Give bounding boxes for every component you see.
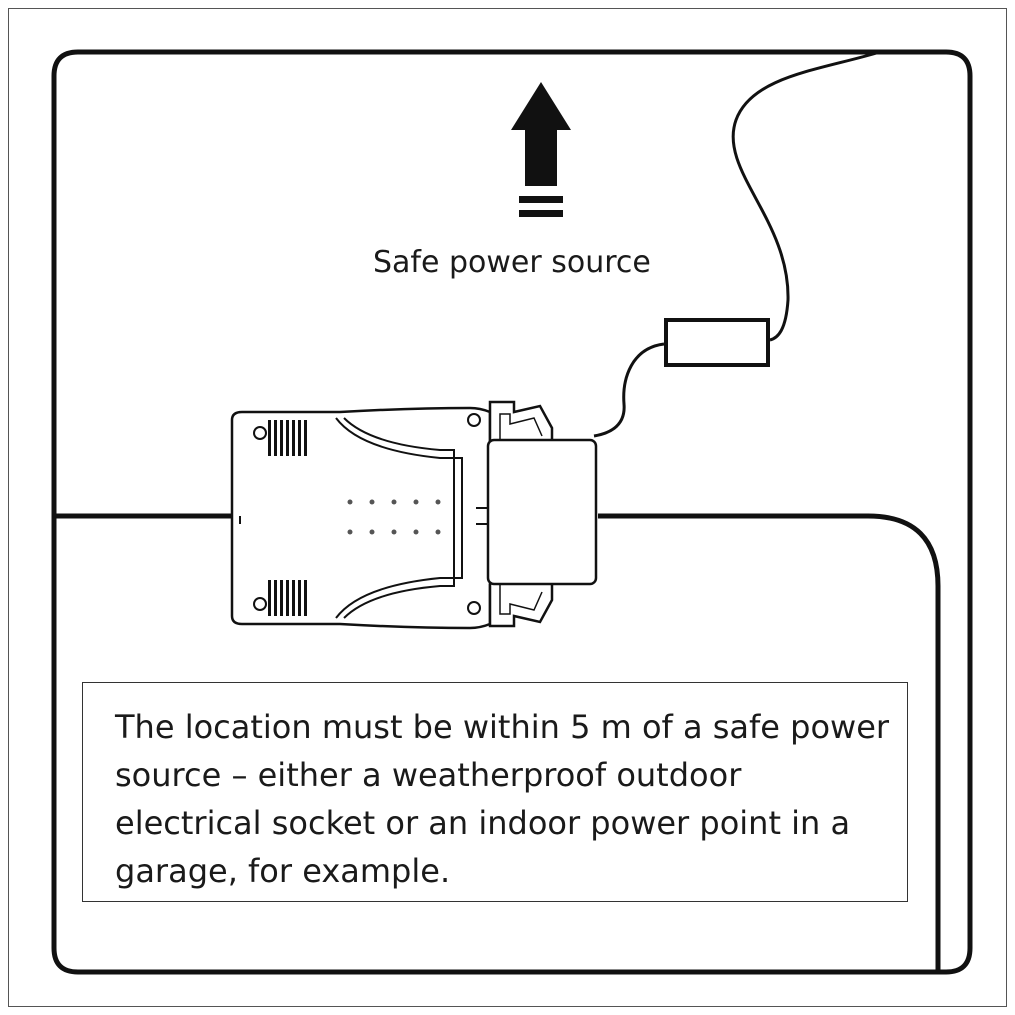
instruction-box: The location must be within 5 m of a saf…	[82, 682, 908, 902]
robot-mower-icon	[230, 406, 492, 630]
boundary-wire-right	[598, 513, 941, 972]
lawn-boundary-line	[51, 49, 973, 975]
power-cable	[731, 50, 881, 342]
power-cable-to-station	[593, 342, 665, 438]
outer-frame	[8, 8, 1007, 1007]
power-source-label: Safe power source	[373, 245, 651, 280]
charging-station-icon	[486, 400, 598, 628]
instruction-text: The location must be within 5 m of a saf…	[115, 708, 890, 890]
power-adapter-icon	[664, 318, 770, 367]
up-arrow-icon	[511, 82, 571, 217]
